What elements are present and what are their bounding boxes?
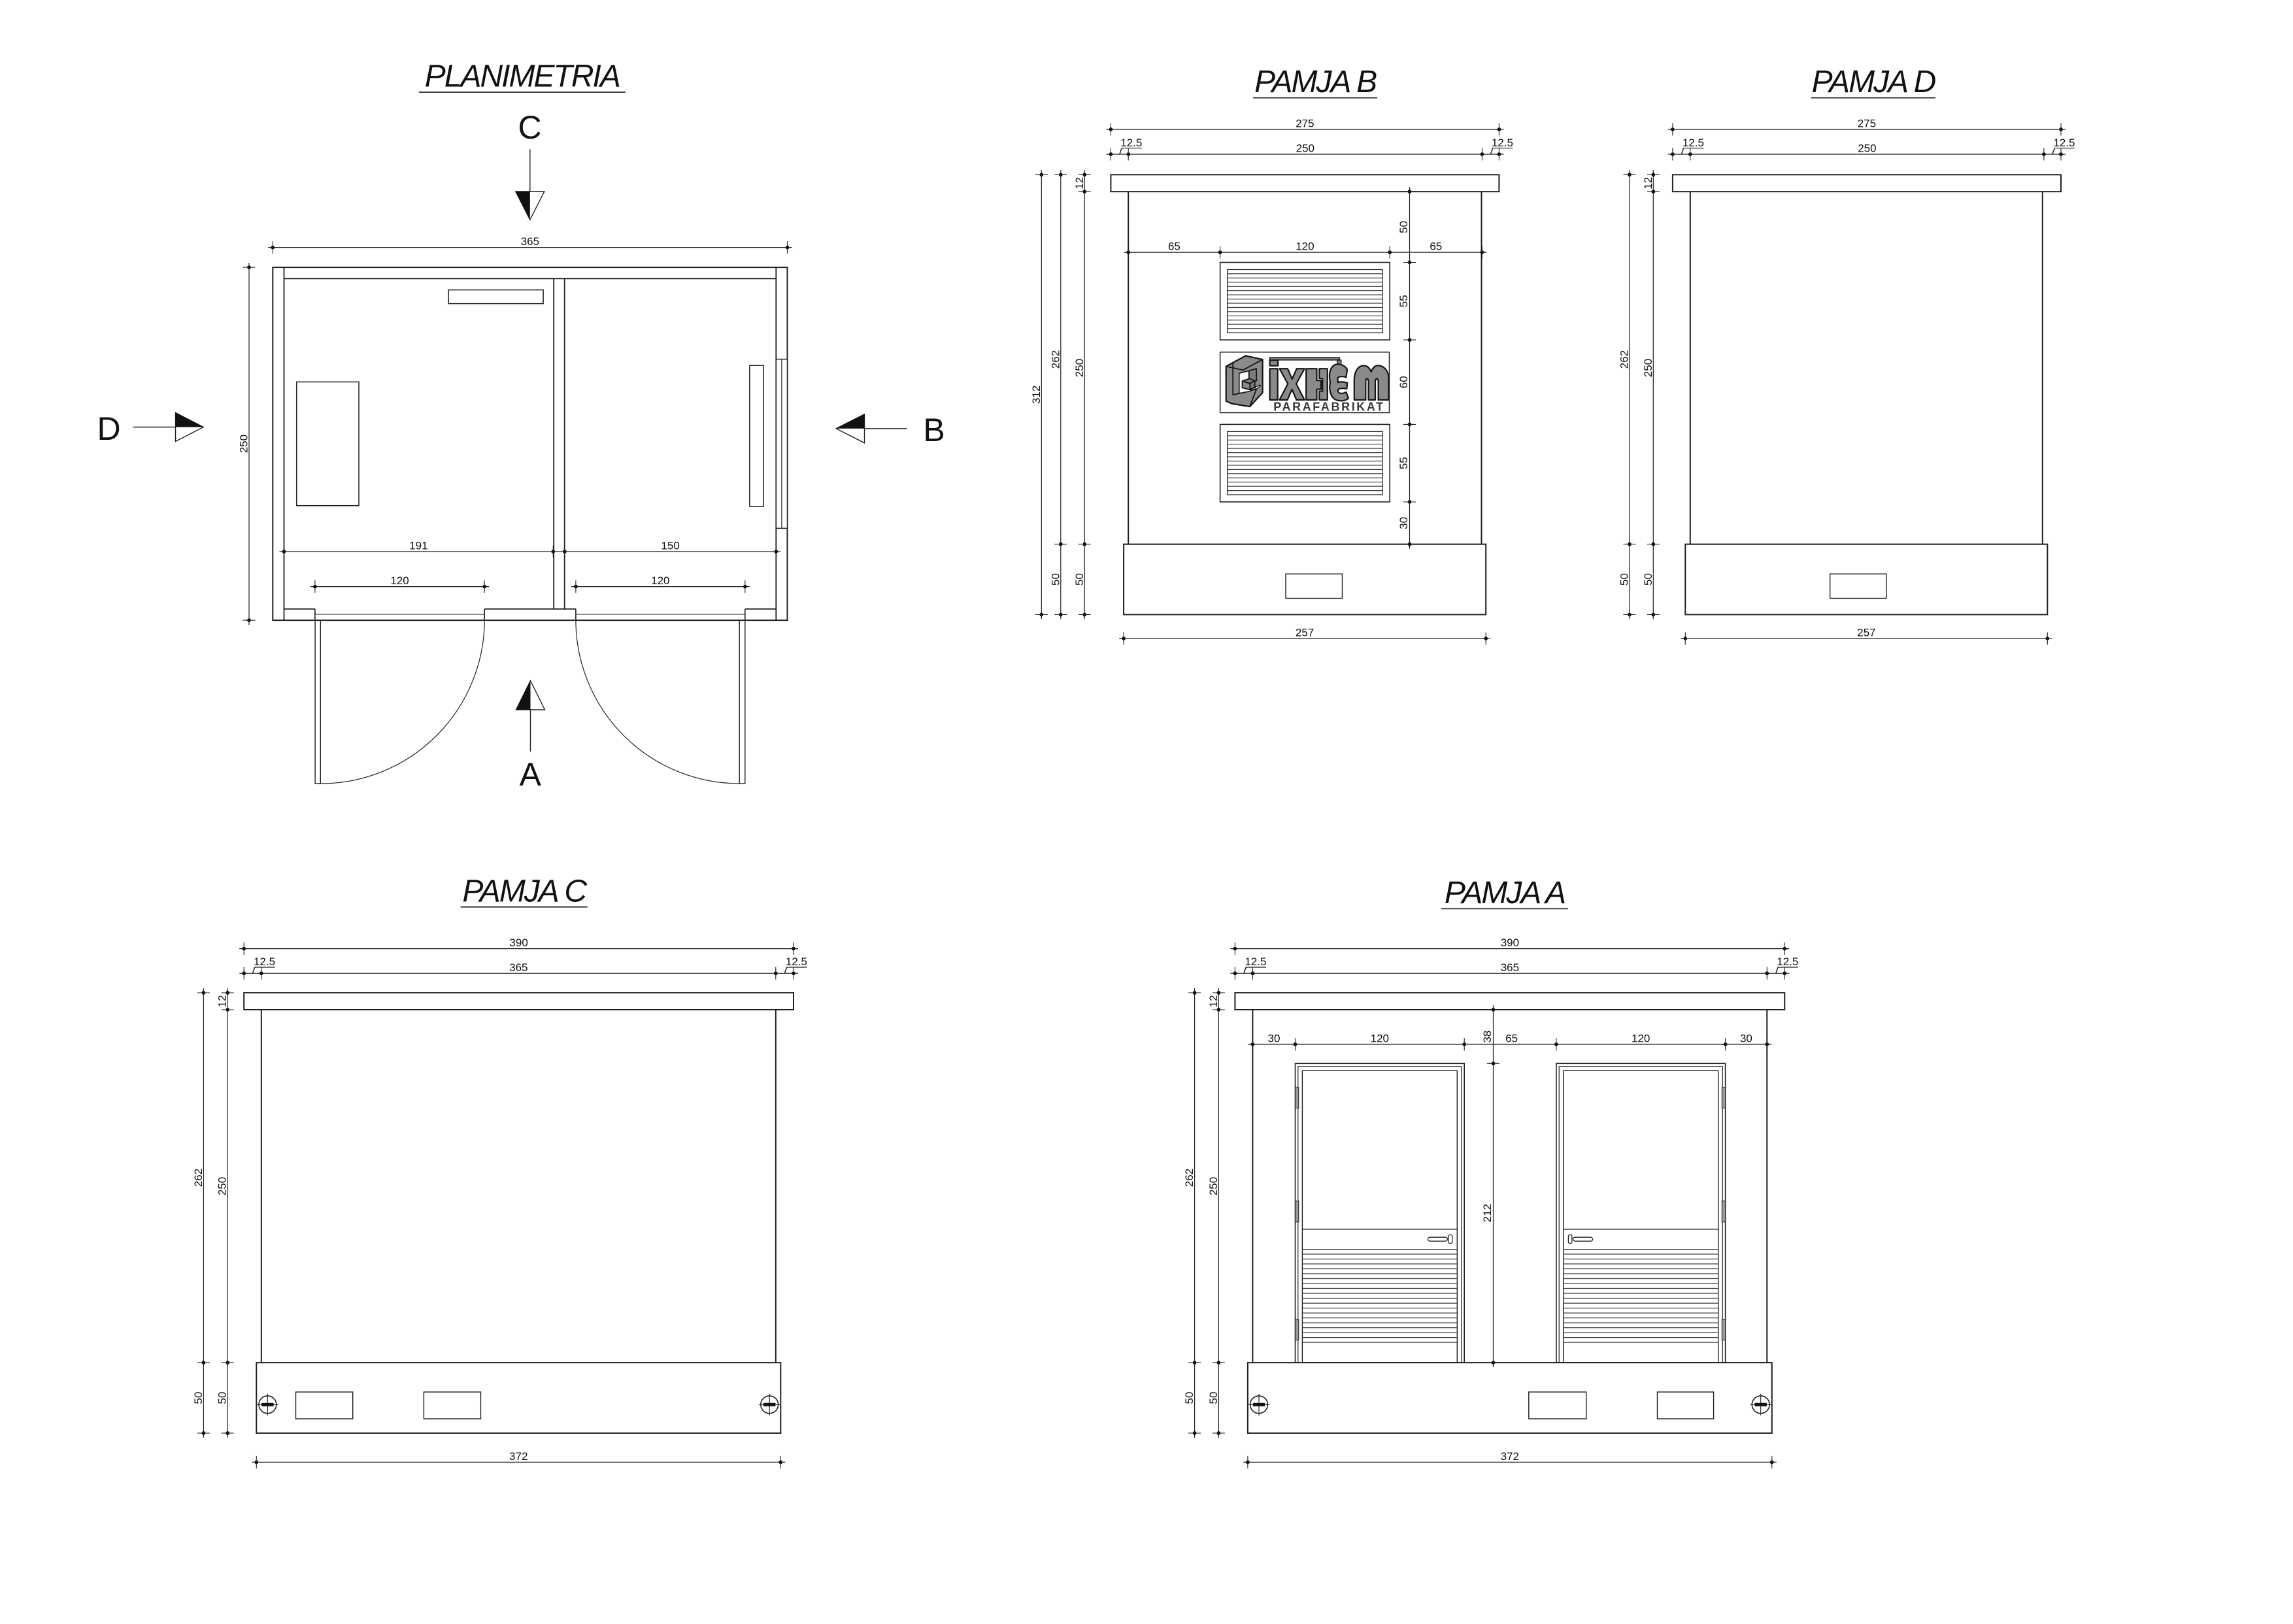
svg-text:PLANIMETRIA: PLANIMETRIA xyxy=(425,59,620,94)
svg-text:250: 250 xyxy=(1073,359,1086,377)
svg-text:PAMJA B: PAMJA B xyxy=(1254,65,1377,99)
svg-text:191: 191 xyxy=(409,540,427,552)
svg-text:365: 365 xyxy=(521,235,539,248)
svg-text:12.5: 12.5 xyxy=(254,955,275,968)
svg-text:D: D xyxy=(97,410,120,447)
svg-text:50: 50 xyxy=(1049,573,1062,586)
svg-text:PAMJA D: PAMJA D xyxy=(1812,65,1936,99)
svg-text:120: 120 xyxy=(1632,1033,1650,1045)
svg-text:B: B xyxy=(923,412,945,448)
svg-text:275: 275 xyxy=(1296,118,1314,130)
svg-text:PARAFABRIKAT: PARAFABRIKAT xyxy=(1273,401,1385,414)
svg-text:12.5: 12.5 xyxy=(786,955,807,968)
svg-text:C: C xyxy=(518,109,541,146)
svg-text:262: 262 xyxy=(1183,1168,1196,1187)
svg-text:12.5: 12.5 xyxy=(1120,137,1142,149)
svg-text:12.5: 12.5 xyxy=(1245,955,1266,968)
svg-text:390: 390 xyxy=(1501,936,1519,949)
svg-text:250: 250 xyxy=(1207,1177,1220,1195)
svg-text:50: 50 xyxy=(1183,1392,1196,1404)
svg-text:30: 30 xyxy=(1740,1033,1752,1045)
svg-text:120: 120 xyxy=(390,574,409,587)
svg-text:120: 120 xyxy=(1296,240,1314,253)
svg-text:365: 365 xyxy=(1501,961,1519,974)
svg-text:262: 262 xyxy=(192,1168,205,1187)
svg-text:PAMJA C: PAMJA C xyxy=(462,874,587,908)
svg-text:12: 12 xyxy=(1642,177,1654,190)
svg-text:65: 65 xyxy=(1505,1033,1518,1045)
svg-text:250: 250 xyxy=(1858,142,1876,155)
svg-text:50: 50 xyxy=(216,1392,229,1404)
svg-text:55: 55 xyxy=(1398,295,1410,307)
svg-text:250: 250 xyxy=(216,1177,229,1195)
svg-text:12.5: 12.5 xyxy=(1777,955,1798,968)
svg-text:12: 12 xyxy=(1207,995,1220,1008)
svg-text:372: 372 xyxy=(509,1450,527,1463)
svg-text:250: 250 xyxy=(1296,142,1314,155)
svg-text:PAMJA A: PAMJA A xyxy=(1445,876,1565,910)
svg-text:12: 12 xyxy=(1073,177,1086,190)
svg-text:150: 150 xyxy=(661,540,679,552)
svg-text:50: 50 xyxy=(1398,221,1410,233)
svg-text:12.5: 12.5 xyxy=(1682,137,1704,149)
svg-text:60: 60 xyxy=(1398,376,1410,388)
svg-text:257: 257 xyxy=(1857,627,1875,639)
svg-text:262: 262 xyxy=(1049,350,1062,369)
svg-text:372: 372 xyxy=(1501,1450,1519,1463)
svg-text:250: 250 xyxy=(238,435,250,453)
svg-text:250: 250 xyxy=(1642,359,1654,377)
svg-text:275: 275 xyxy=(1858,118,1876,130)
svg-text:65: 65 xyxy=(1168,240,1180,253)
svg-text:312: 312 xyxy=(1030,386,1043,404)
svg-text:50: 50 xyxy=(1207,1392,1220,1404)
svg-text:38: 38 xyxy=(1481,1031,1494,1043)
svg-text:120: 120 xyxy=(651,574,669,587)
svg-text:12: 12 xyxy=(216,995,229,1008)
svg-text:212: 212 xyxy=(1481,1204,1494,1222)
svg-text:A: A xyxy=(520,756,542,793)
svg-text:365: 365 xyxy=(509,961,527,974)
svg-text:50: 50 xyxy=(1642,573,1654,586)
svg-text:12.5: 12.5 xyxy=(1492,137,1513,149)
svg-text:65: 65 xyxy=(1430,240,1442,253)
svg-text:50: 50 xyxy=(192,1392,205,1404)
svg-text:12.5: 12.5 xyxy=(2053,137,2075,149)
svg-text:50: 50 xyxy=(1618,573,1630,586)
svg-text:262: 262 xyxy=(1618,350,1630,369)
svg-text:30: 30 xyxy=(1268,1033,1280,1045)
svg-text:50: 50 xyxy=(1073,573,1086,586)
svg-text:55: 55 xyxy=(1398,457,1410,469)
svg-text:120: 120 xyxy=(1371,1033,1389,1045)
svg-text:257: 257 xyxy=(1296,627,1314,639)
svg-text:30: 30 xyxy=(1398,517,1410,529)
svg-text:390: 390 xyxy=(509,936,527,949)
